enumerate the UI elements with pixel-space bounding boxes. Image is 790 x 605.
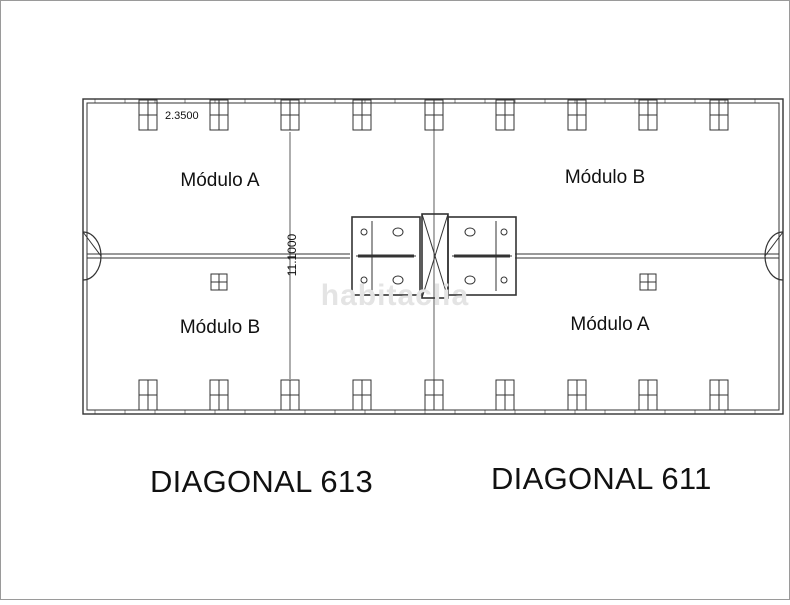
outer-wall xyxy=(82,98,784,415)
module-label-top-left: Módulo A xyxy=(180,170,260,191)
toilet-fixture xyxy=(392,227,404,237)
building-label-right: DIAGONAL 611 xyxy=(491,461,712,496)
door-right-leaf xyxy=(764,231,784,257)
door-left xyxy=(82,231,102,281)
plan-labels: habitaclia 2.3500 11.1000 Módulo A Módul… xyxy=(165,110,650,338)
central-shaft xyxy=(421,213,449,299)
dimension-top: 2.3500 xyxy=(165,110,199,122)
toilet-fixture xyxy=(464,227,476,237)
toilet-fixture xyxy=(392,275,404,285)
core-restroom-block xyxy=(351,216,421,296)
dimension-vertical: 11.1000 xyxy=(285,233,299,276)
building-label-left: DIAGONAL 613 xyxy=(150,464,373,499)
module-label-bottom-right: Módulo A xyxy=(570,314,650,335)
sink-fixture xyxy=(360,276,368,284)
central-shaft-cross xyxy=(421,213,449,299)
toilet-fixture xyxy=(464,275,476,285)
sink-fixture xyxy=(360,228,368,236)
inner-wall xyxy=(86,102,780,411)
door-left-leaf xyxy=(82,231,102,257)
sink-fixture xyxy=(500,228,508,236)
door-right xyxy=(764,231,784,281)
module-label-top-right: Módulo B xyxy=(565,167,645,188)
plan-structure xyxy=(82,98,784,415)
sink-fixture xyxy=(500,276,508,284)
module-label-bottom-left: Módulo B xyxy=(180,317,260,338)
watermark: habitaclia xyxy=(321,279,469,312)
